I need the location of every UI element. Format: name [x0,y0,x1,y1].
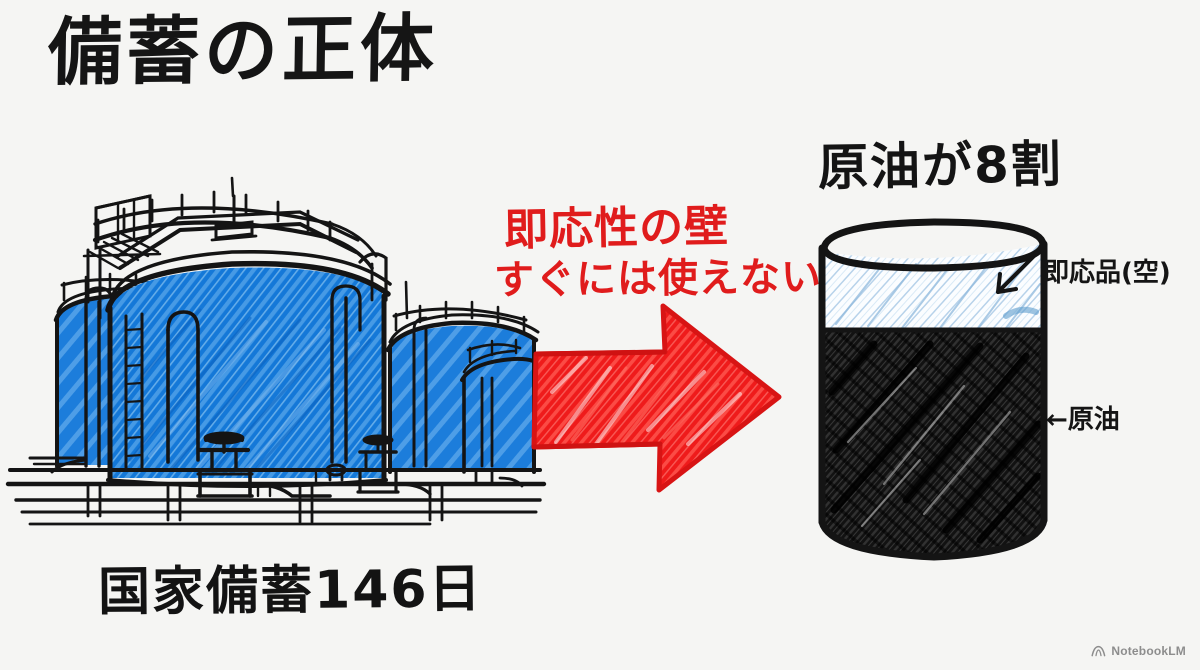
cylinder-segment-crude [824,330,1042,556]
tank-rear-left [53,272,200,468]
callout-ready-label: 即応品(空) [1043,258,1171,288]
tank-top-railing [82,176,378,320]
tank-far-right [460,338,546,474]
notebooklm-watermark: NotebookLM [1091,644,1186,658]
tank-main [105,249,392,488]
ground-piping [5,431,547,526]
tank-rear-right [385,280,540,474]
tank-riser-pipes [84,252,494,472]
watermark-label: NotebookLM [1111,644,1186,658]
pipe-valve-small-right [468,468,524,488]
cylinder-segment-ready [824,244,1042,330]
red-subheading: すぐには使えない [493,254,823,304]
cylinder-heading: 原油が8割 [817,135,1064,197]
pipe-valve-right [325,434,432,496]
tank-caption: 国家備蓄146日 [97,559,483,623]
ready-callout-arrow [996,250,1040,294]
page-title: 備蓄の正体 [47,5,439,97]
pipe-valve-center [196,431,332,498]
notebooklm-arc-icon [1091,645,1106,657]
cylinder-outline [818,218,1048,561]
callout-crude-label: ←原油 [1046,405,1120,435]
